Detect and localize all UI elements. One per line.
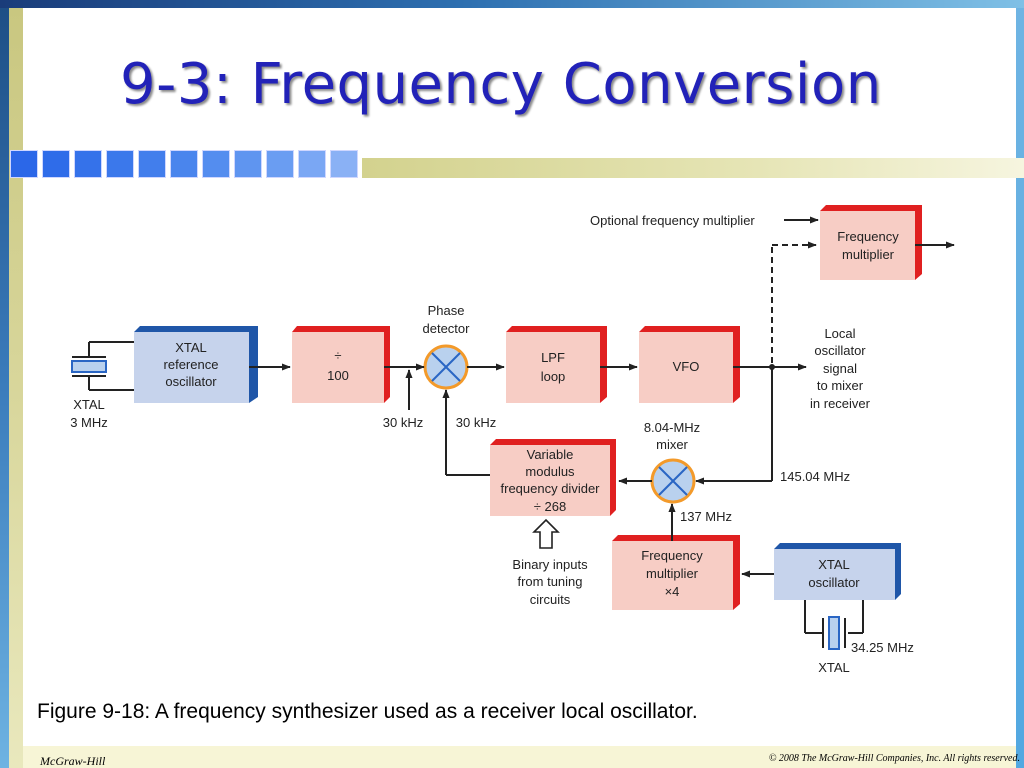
deco-square xyxy=(266,150,294,178)
binary-input-arrow xyxy=(532,518,560,549)
lpf-loop-block: LPF loop xyxy=(506,326,607,403)
slide-title: 9-3: Frequency Conversion xyxy=(120,52,882,117)
deco-square xyxy=(330,150,358,178)
block-label: XTAL xyxy=(818,557,850,572)
block-label: loop xyxy=(541,369,566,384)
binary-inputs-label: circuits xyxy=(530,592,571,607)
deco-square xyxy=(170,150,198,178)
deco-square xyxy=(42,150,70,178)
xtal-bottom-label: XTAL xyxy=(818,660,850,675)
local-oscillator-label: to mixer xyxy=(817,378,864,393)
variable-modulus-divider-block: Variable modulus frequency divider ÷ 268 xyxy=(490,439,616,516)
local-oscillator-label: in receiver xyxy=(810,396,871,411)
binary-inputs-label: Binary inputs xyxy=(512,557,588,572)
mixer-symbol xyxy=(650,458,696,504)
block-label: multiplier xyxy=(842,247,895,262)
local-oscillator-label: oscillator xyxy=(814,343,866,358)
copyright-notice: © 2008 The McGraw-Hill Companies, Inc. A… xyxy=(768,753,1020,764)
freq-137-label: 137 MHz xyxy=(680,509,732,524)
right-border-bar xyxy=(1016,8,1024,768)
block-label: oscillator xyxy=(165,374,217,389)
left-accent-bar xyxy=(9,8,23,768)
freq-3425-label: 34.25 MHz xyxy=(851,640,914,655)
phase-detector-label: Phase xyxy=(428,303,465,318)
block-label: frequency divider xyxy=(501,481,601,496)
deco-square xyxy=(202,150,230,178)
block-label: ÷ xyxy=(334,348,341,363)
block-label: Variable xyxy=(527,447,574,462)
vfo-block: VFO xyxy=(639,326,740,403)
block-label: LPF xyxy=(541,350,565,365)
crystal-symbol-bottom xyxy=(804,600,864,650)
khz-left-label: 30 kHz xyxy=(383,415,423,430)
khz-right-label: 30 kHz xyxy=(456,415,496,430)
footer-strip xyxy=(23,746,1016,768)
phase-detector-label: detector xyxy=(423,321,471,336)
deco-square xyxy=(10,150,38,178)
deco-square xyxy=(74,150,102,178)
freq-145-label: 145.04 MHz xyxy=(780,469,850,484)
block-label: 100 xyxy=(327,368,349,383)
block-label: ×4 xyxy=(665,584,680,599)
deco-square xyxy=(138,150,166,178)
deco-square xyxy=(298,150,326,178)
block-label: reference xyxy=(164,357,219,372)
frequency-multiplier-top-block: Frequency multiplier xyxy=(820,205,922,280)
figure-caption: Figure 9-18: A frequency synthesizer use… xyxy=(37,700,698,723)
xtal-oscillator-block: XTAL oscillator xyxy=(774,543,901,600)
xtal-left-label: 3 MHz xyxy=(70,415,108,430)
crystal-symbol-left xyxy=(71,341,134,391)
block-label: VFO xyxy=(673,359,700,374)
deco-square xyxy=(234,150,262,178)
left-border-bar xyxy=(0,8,9,768)
xtal-reference-oscillator-block: XTAL reference oscillator xyxy=(134,326,258,403)
binary-inputs-label: from tuning xyxy=(517,574,582,589)
local-oscillator-label: signal xyxy=(823,361,857,376)
local-oscillator-label: Local xyxy=(824,326,855,341)
deco-square xyxy=(106,150,134,178)
frequency-multiplier-x4-block: Frequency multiplier ×4 xyxy=(612,535,740,610)
block-label: multiplier xyxy=(646,566,699,581)
block-label: oscillator xyxy=(808,575,860,590)
block-label: Frequency xyxy=(641,548,703,563)
title-rule xyxy=(362,158,1024,178)
junction-dot xyxy=(769,364,775,370)
mixer-label: mixer xyxy=(656,437,688,452)
divide-by-100-block: ÷ 100 xyxy=(292,326,390,403)
phase-detector-symbol xyxy=(423,344,469,390)
block-label: ÷ 268 xyxy=(534,499,566,514)
block-label: XTAL xyxy=(175,340,207,355)
optional-multiplier-label: Optional frequency multiplier xyxy=(590,213,755,228)
block-label: Frequency xyxy=(837,229,899,244)
xtal-left-label: XTAL xyxy=(73,397,105,412)
mixer-label: 8.04-MHz xyxy=(644,420,700,435)
block-label: modulus xyxy=(525,464,575,479)
top-border-bar xyxy=(0,0,1024,8)
publisher-name: McGraw-Hill xyxy=(40,754,106,768)
